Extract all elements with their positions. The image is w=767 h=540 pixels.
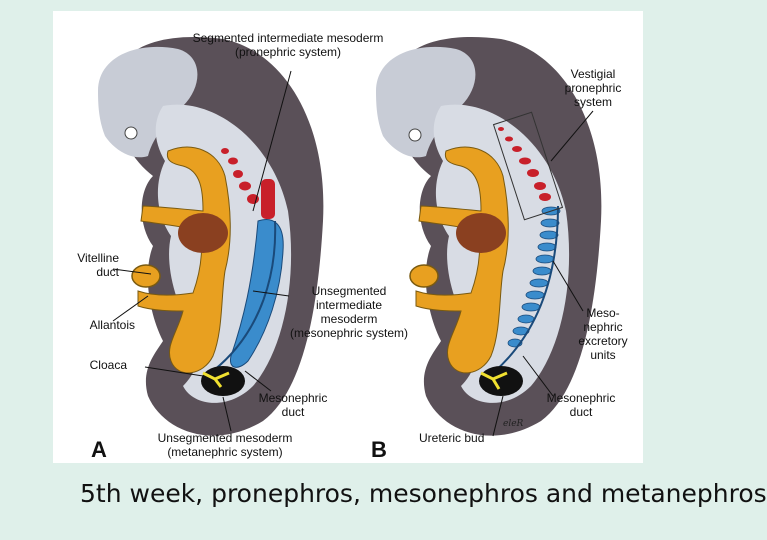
panel-label-a: A <box>91 437 107 462</box>
embryo-a-head <box>98 46 198 158</box>
label-unsegmented-mesoderm: Unsegmented mesoderm (metanephric system… <box>157 431 293 459</box>
embryo-a-mesonephric-duct <box>212 220 277 372</box>
embryo-b-mesonephric-duct <box>492 205 559 374</box>
label-mesonephric-duct-a: Mesonephric duct <box>258 391 328 419</box>
embryo-b-mesonephric-units <box>507 206 561 348</box>
embryo-b-pronephros <box>498 127 551 201</box>
embryo-b-gut <box>415 146 509 374</box>
embryo-b-eye <box>408 128 422 142</box>
embryo-a <box>98 36 324 436</box>
embryo-a-gut <box>137 146 231 374</box>
label-ureteric-bud: Ureteric bud <box>419 431 485 445</box>
label-mesonephric-excretory-units: Meso- nephric excretory units <box>578 306 628 362</box>
panel-label-b: B <box>371 437 387 462</box>
label-vestigial-pronephric-system: Vestigial pronephric system <box>564 67 622 109</box>
label-unsegmented-intermediate-mesoderm: Unsegmented intermediate mesoderm (meson… <box>289 284 409 340</box>
embryo-illustration <box>98 36 602 437</box>
embryo-a-vitelline-stub <box>131 264 161 288</box>
embryo-b <box>376 36 602 436</box>
embryo-a-heart <box>178 213 228 253</box>
embryo-a-cloaca <box>201 366 245 396</box>
embryo-a-ureteric <box>202 371 230 388</box>
embryo-b-vitelline-stub <box>409 264 439 288</box>
embryo-b-vestigial-box <box>492 111 564 221</box>
label-allantois: Allantois <box>89 318 135 332</box>
embryo-b-ureteric <box>480 371 508 390</box>
label-mesonephric-duct-b: Mesonephric duct <box>546 391 616 419</box>
slide-caption: 5th week, pronephros, mesonephros and me… <box>80 479 767 508</box>
embryo-b-cloaca <box>479 366 523 396</box>
embryo-b-head <box>376 46 476 158</box>
artist-signature: eleR <box>503 419 524 429</box>
label-segmented-intermediate-mesoderm: Segmented intermediate mesoderm (proneph… <box>192 31 384 59</box>
embryo-b-heart <box>456 213 506 253</box>
embryo-a-eye <box>124 126 138 140</box>
embryo-figure: Segmented intermediate mesoderm (proneph… <box>53 11 643 463</box>
label-cloaca: Cloaca <box>89 358 127 372</box>
embryo-a-mesonephros <box>229 219 284 368</box>
label-vitelline-duct: Vitelline duct <box>77 251 119 279</box>
leader-lines <box>112 70 594 437</box>
